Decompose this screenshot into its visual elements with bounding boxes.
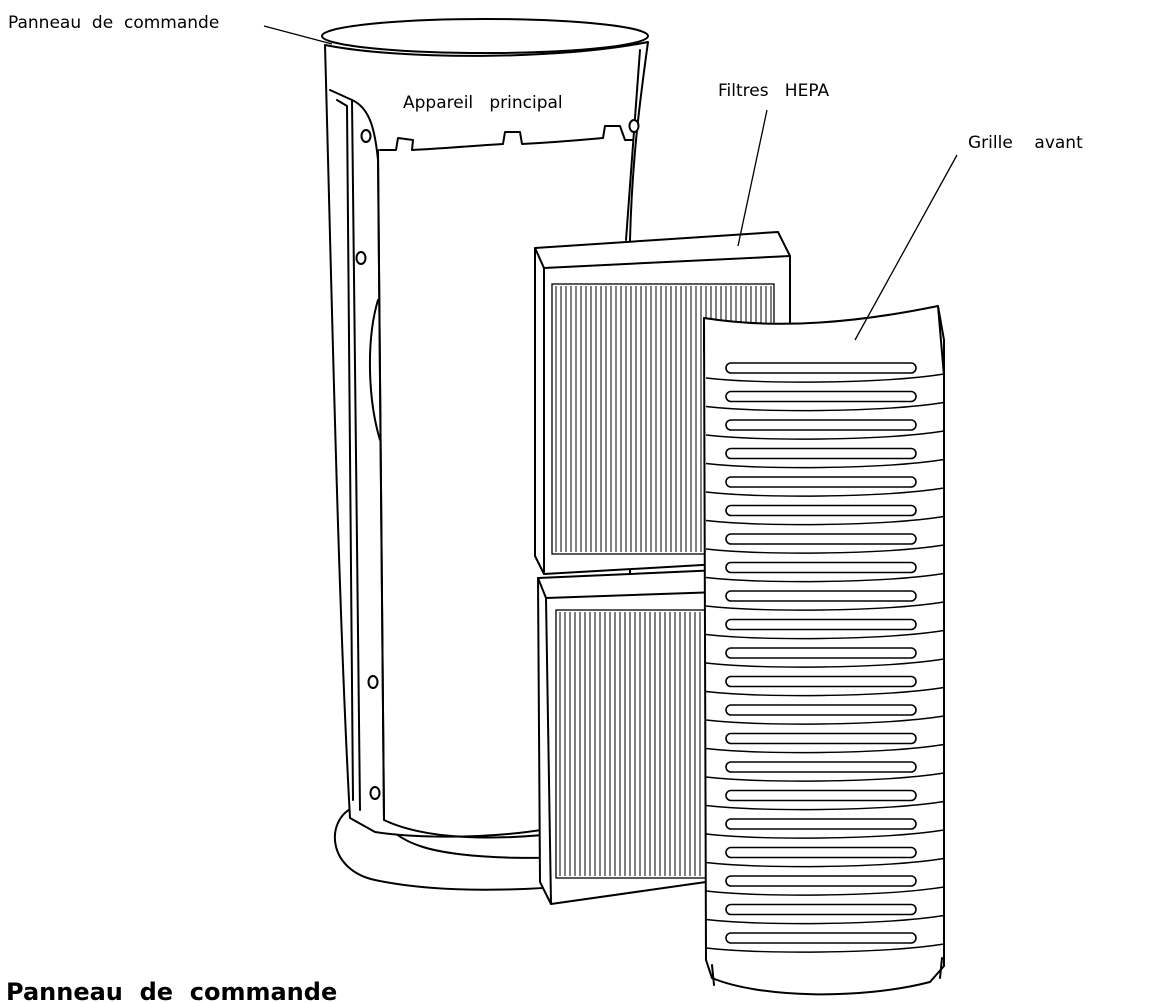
grille-rib xyxy=(705,601,945,611)
grille-slot xyxy=(725,618,917,631)
grille-rib xyxy=(705,487,945,497)
grille-rib xyxy=(705,572,945,583)
grille-rib xyxy=(705,401,945,412)
grille-slot xyxy=(725,789,917,802)
grille-rib xyxy=(705,943,945,953)
grille-rib xyxy=(705,772,945,782)
grille-slot xyxy=(725,846,917,859)
grille-slot xyxy=(725,704,917,716)
grille-rib xyxy=(705,715,945,725)
grille-slot xyxy=(725,476,917,488)
grille-rib xyxy=(705,914,945,925)
grille-rib xyxy=(705,857,945,868)
grille-rib xyxy=(705,686,945,697)
grille-rib xyxy=(705,430,945,440)
grille-slot xyxy=(725,561,917,574)
grille-slot xyxy=(725,362,917,374)
grille-rib xyxy=(705,544,945,554)
grille-slot xyxy=(725,903,917,916)
grille-slot xyxy=(725,390,917,403)
grille-slot xyxy=(725,504,917,517)
grille-rib xyxy=(705,658,945,668)
grille-slot xyxy=(725,818,917,830)
lower-filter-pleats xyxy=(559,612,701,876)
grille-rib xyxy=(705,886,945,896)
grille-slot xyxy=(725,932,917,944)
grille-rib xyxy=(705,629,945,640)
label-main-unit: Appareil principal xyxy=(403,93,563,113)
grille-slot xyxy=(725,732,917,745)
grille-slot xyxy=(725,647,917,659)
grille-slot xyxy=(725,419,917,431)
grille-slot xyxy=(725,675,917,688)
grille-rib xyxy=(705,743,945,754)
grille-slot xyxy=(725,533,917,545)
control-panel-top xyxy=(321,18,649,54)
grille-rib xyxy=(705,515,945,526)
label-hepa-filters: Filtres HEPA xyxy=(718,81,829,101)
grille-slot xyxy=(725,875,917,887)
grille-slots xyxy=(705,362,945,953)
grille-rib xyxy=(705,458,945,469)
grille-slot xyxy=(725,590,917,602)
section-heading: Panneau de commande xyxy=(6,978,337,1003)
front-grille-icon xyxy=(703,305,945,996)
grille-rib xyxy=(705,373,945,383)
grille-rib xyxy=(705,800,945,811)
grille-slot xyxy=(725,761,917,773)
label-front-grille: Grille avant xyxy=(968,133,1083,153)
leader-lines xyxy=(263,25,958,341)
grille-slot xyxy=(725,447,917,460)
label-control-panel: Panneau de commande xyxy=(8,13,219,33)
grille-rib xyxy=(705,829,945,839)
